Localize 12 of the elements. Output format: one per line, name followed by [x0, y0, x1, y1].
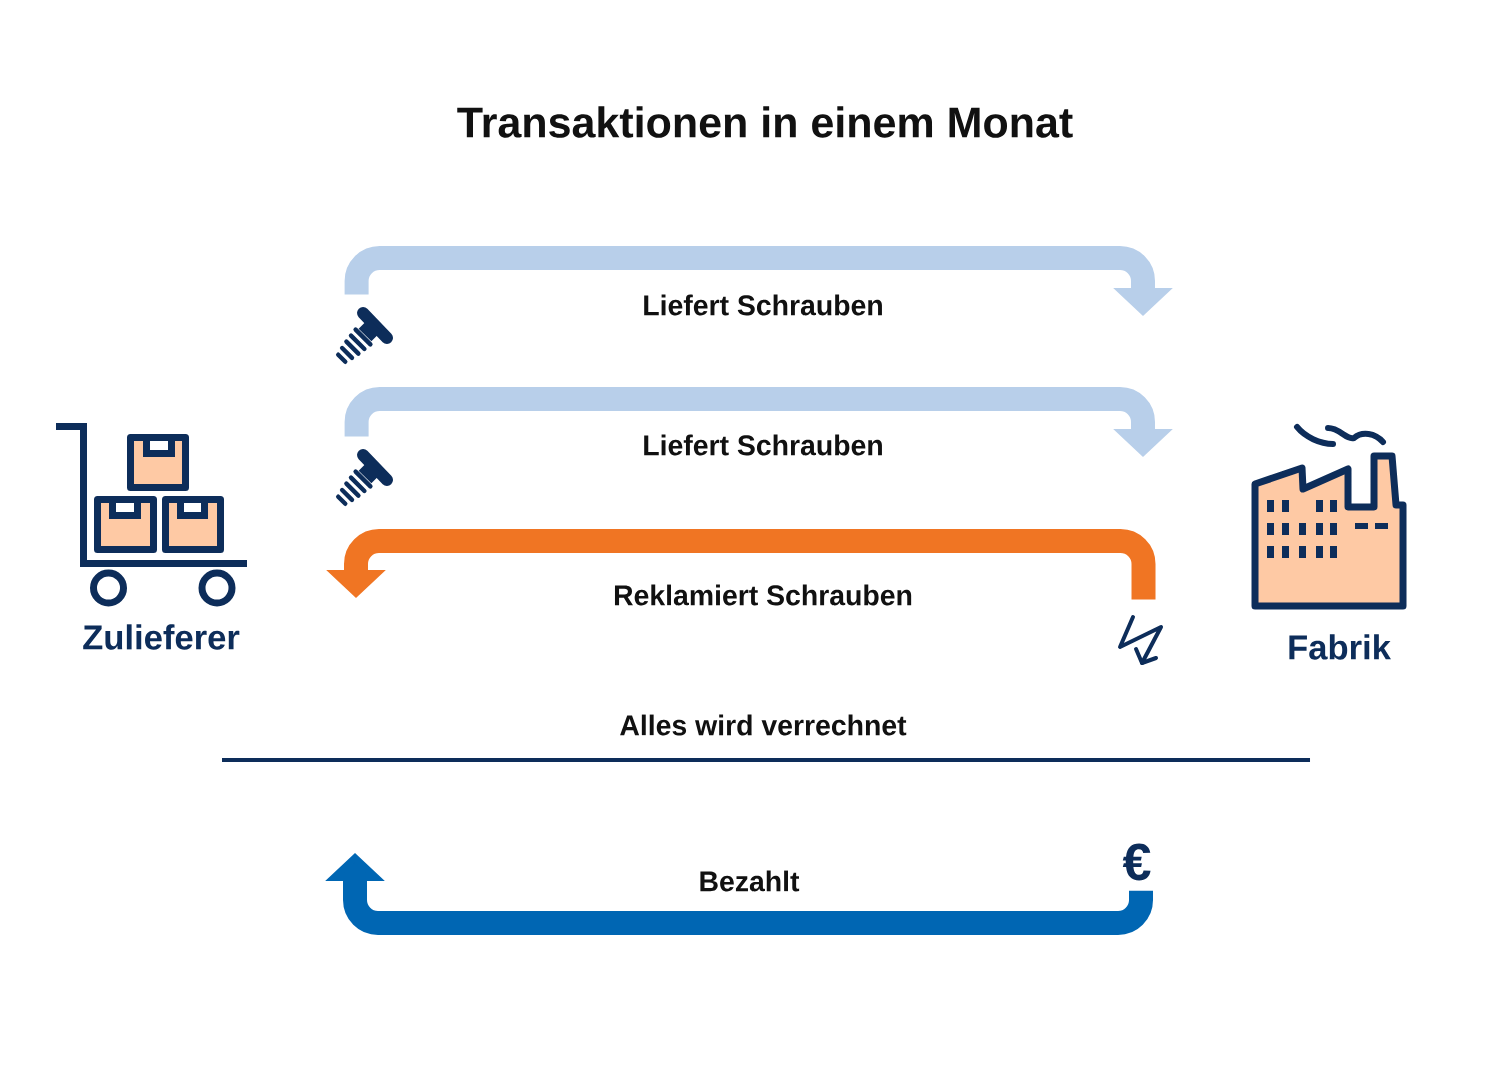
- currency-symbol: €: [1122, 843, 1151, 881]
- lightning-icon: [1118, 615, 1163, 665]
- edge-label: Bezahlt: [696, 868, 802, 894]
- edge-label: Liefert Schrauben: [640, 292, 886, 318]
- title: Transaktionen in einem Monat: [457, 106, 1073, 138]
- note-text: Alles wird verrechnet: [620, 714, 907, 736]
- edge-label: Reklamiert Schrauben: [611, 582, 915, 608]
- icon-label: Fabrik: [1289, 634, 1391, 660]
- edge-label: Liefert Schrauben: [640, 432, 886, 458]
- screw-icon: [336, 449, 393, 506]
- screw-icon: [336, 307, 393, 364]
- icon-label: Zulieferer: [83, 624, 240, 650]
